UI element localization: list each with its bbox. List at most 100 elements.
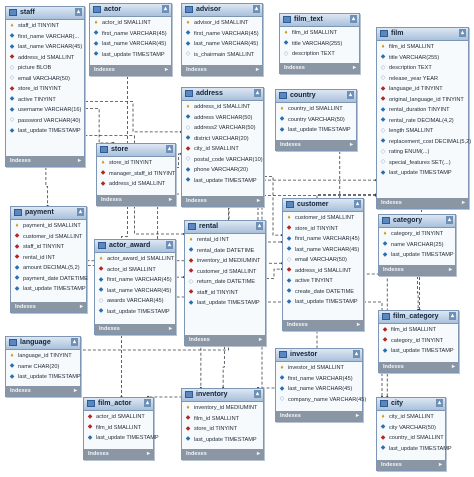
column-row[interactable]: ◆actor_id SMALLINT xyxy=(84,412,153,423)
relationship-line-actor-film-actor[interactable] xyxy=(121,76,128,397)
indexes-bar[interactable]: Indexes▸ xyxy=(90,65,171,75)
table-header[interactable]: actor▴ xyxy=(90,4,171,17)
column-row[interactable]: ◆last_update TIMESTAMP xyxy=(283,297,363,308)
indexes-bar[interactable]: Indexes▸ xyxy=(185,335,265,345)
column-row[interactable]: ◆original_language_id TINYINT xyxy=(377,95,468,106)
column-row[interactable]: ◆staff_id TINYINT xyxy=(185,288,265,299)
expand-indexes-icon[interactable]: ▸ xyxy=(77,158,81,164)
table-country[interactable]: country▴♦country_id SMALLINT◆country VAR… xyxy=(275,89,357,151)
column-row[interactable]: ◇password VARCHAR(40) xyxy=(6,116,84,127)
expand-indexes-icon[interactable]: ▸ xyxy=(164,67,168,73)
column-row[interactable]: ◇length SMALLINT xyxy=(377,126,468,137)
indexes-bar[interactable]: Indexes▸ xyxy=(182,449,263,459)
relationship-line-staff-payment[interactable] xyxy=(45,167,49,206)
table-staff[interactable]: staff▴♦staff_id TINYINT◆first_name VARCH… xyxy=(5,6,85,167)
table-film[interactable]: film▴♦film_id SMALLINT◆title VARCHAR(255… xyxy=(376,27,471,209)
collapse-toggle-icon[interactable]: ▴ xyxy=(449,312,456,320)
column-row[interactable]: ♦film_id SMALLINT xyxy=(280,28,359,39)
column-row[interactable]: ♦advisor_id SMALLINT xyxy=(182,18,262,29)
column-row[interactable]: ◆store_id TINYINT xyxy=(182,424,263,435)
collapse-toggle-icon[interactable]: ▴ xyxy=(254,89,261,97)
expand-indexes-icon[interactable]: ▸ xyxy=(255,67,259,73)
table-header[interactable]: rental▴ xyxy=(185,221,265,234)
column-row[interactable]: ◆title VARCHAR(255) xyxy=(377,53,468,64)
indexes-bar[interactable]: Indexes▸ xyxy=(379,265,455,275)
table-header[interactable]: store▴ xyxy=(97,144,175,157)
column-row[interactable]: ◆store_id TINYINT xyxy=(6,84,84,95)
column-row[interactable]: ◆language_id TINYINT xyxy=(377,84,468,95)
column-row[interactable]: ◆first_name VARCHAR(45) xyxy=(90,29,171,40)
expand-indexes-icon[interactable]: ▸ xyxy=(256,198,260,204)
column-row[interactable]: ◆actor_id SMALLINT xyxy=(95,265,175,276)
indexes-bar[interactable]: Indexes▸ xyxy=(377,198,468,208)
indexes-bar[interactable]: Indexes▸ xyxy=(377,460,445,470)
column-row[interactable]: ◆address VARCHAR(50) xyxy=(182,113,263,124)
table-header[interactable]: investor▴ xyxy=(276,349,362,362)
expand-indexes-icon[interactable]: ▸ xyxy=(355,413,359,419)
column-row[interactable]: ♦address_id SMALLINT xyxy=(182,102,263,113)
column-row[interactable]: ◇postal_code VARCHAR(10) xyxy=(182,155,263,166)
table-header[interactable]: payment▴ xyxy=(11,207,86,220)
column-row[interactable]: ◆first_name VARCHAR(... xyxy=(6,32,84,43)
column-row[interactable]: ◆replacement_cost DECIMAL(5,2) xyxy=(377,137,471,148)
indexes-bar[interactable]: Indexes▸ xyxy=(11,302,86,312)
expand-indexes-icon[interactable]: ▸ xyxy=(258,337,262,343)
column-row[interactable]: ◆create_date DATETIME xyxy=(283,287,363,298)
column-row[interactable]: ♦actor_id SMALLINT xyxy=(90,18,171,29)
expand-indexes-icon[interactable]: ▸ xyxy=(146,451,150,457)
column-row[interactable]: ◆film_id SMALLINT xyxy=(379,325,458,336)
collapse-toggle-icon[interactable]: ▴ xyxy=(436,399,443,407)
expand-indexes-icon[interactable]: ▸ xyxy=(168,326,172,332)
column-row[interactable]: ◆phone VARCHAR(20) xyxy=(182,165,263,176)
table-header[interactable]: staff▴ xyxy=(6,7,84,20)
expand-indexes-icon[interactable]: ▸ xyxy=(256,451,260,457)
column-row[interactable]: ◆last_update TIMESTAMP xyxy=(90,50,171,61)
column-row[interactable]: ◆staff_id TINYINT xyxy=(11,242,86,253)
table-language[interactable]: language▴♦language_id TINYINT◆name CHAR(… xyxy=(5,336,81,397)
column-row[interactable]: ◆last_update TIMESTAMP xyxy=(84,433,159,444)
expand-indexes-icon[interactable]: ▸ xyxy=(356,322,360,328)
column-row[interactable]: ◆last_update TIMESTAMP xyxy=(95,307,175,318)
indexes-bar[interactable]: Indexes▸ xyxy=(276,140,356,150)
indexes-bar[interactable]: Indexes▸ xyxy=(276,411,362,421)
column-row[interactable]: ♦investor_id SMALLINT xyxy=(276,363,362,374)
column-row[interactable]: ◆address_id SMALLINT xyxy=(283,266,363,277)
column-row[interactable]: ◆last_update TIMESTAMP xyxy=(185,298,265,309)
collapse-toggle-icon[interactable]: ▴ xyxy=(353,350,360,358)
column-row[interactable]: ♦inventory_id MEDIUMINT xyxy=(182,403,263,414)
column-row[interactable]: ◆film_id SMALLINT xyxy=(84,423,153,434)
collapse-toggle-icon[interactable]: ▴ xyxy=(354,200,361,208)
expand-indexes-icon[interactable]: ▸ xyxy=(448,267,452,273)
table-header[interactable]: category▴ xyxy=(379,215,455,228)
column-row[interactable]: ◇email VARCHAR(50) xyxy=(283,255,363,266)
column-row[interactable]: ◆last_name VARCHAR(45) xyxy=(283,245,363,256)
expand-indexes-icon[interactable]: ▸ xyxy=(461,200,465,206)
column-row[interactable]: ◆rental_date DATETIME xyxy=(185,246,265,257)
indexes-bar[interactable]: Indexes▸ xyxy=(97,195,175,205)
collapse-toggle-icon[interactable]: ▴ xyxy=(350,15,357,23)
column-row[interactable]: ◆first_name VARCHAR(45) xyxy=(276,374,362,385)
collapse-toggle-icon[interactable]: ▴ xyxy=(166,145,173,153)
relationship-line-store-address[interactable] xyxy=(176,153,181,169)
column-row[interactable]: ◇rating ENUM(...) xyxy=(377,147,468,158)
relationship-line-staff-store[interactable] xyxy=(85,108,114,144)
relationship-line-address-customer[interactable] xyxy=(264,175,282,236)
column-row[interactable]: ◆last_name VARCHAR(45) xyxy=(95,286,175,297)
collapse-toggle-icon[interactable]: ▴ xyxy=(77,208,84,216)
table-film-text[interactable]: film_text▴♦film_id SMALLINT◆title VARCHA… xyxy=(279,13,360,74)
indexes-bar[interactable]: Indexes▸ xyxy=(182,65,262,75)
table-header[interactable]: country▴ xyxy=(276,90,356,103)
relationship-line-rental-customer[interactable] xyxy=(266,268,282,279)
expand-indexes-icon[interactable]: ▸ xyxy=(79,304,83,310)
table-payment[interactable]: payment▴♦payment_id SMALLINT◆customer_id… xyxy=(10,206,88,313)
table-investor[interactable]: investor▴♦investor_id SMALLINT◆first_nam… xyxy=(275,348,367,422)
column-row[interactable]: ◇company_name VARCHAR(45) xyxy=(276,395,367,406)
table-header[interactable]: language▴ xyxy=(6,337,80,350)
table-header[interactable]: customer▴ xyxy=(283,199,363,212)
column-row[interactable]: ♦category_id TINYINT xyxy=(379,229,455,240)
column-row[interactable]: ◆username VARCHAR(16) xyxy=(6,105,84,116)
table-actor[interactable]: actor▴♦actor_id SMALLINT◆first_name VARC… xyxy=(89,3,172,76)
column-row[interactable]: ◆last_name VARCHAR(45) xyxy=(276,384,362,395)
table-rental[interactable]: rental▴♦rental_id INT◆rental_date DATETI… xyxy=(184,220,266,346)
column-row[interactable]: ◇description TEXT xyxy=(280,49,359,60)
